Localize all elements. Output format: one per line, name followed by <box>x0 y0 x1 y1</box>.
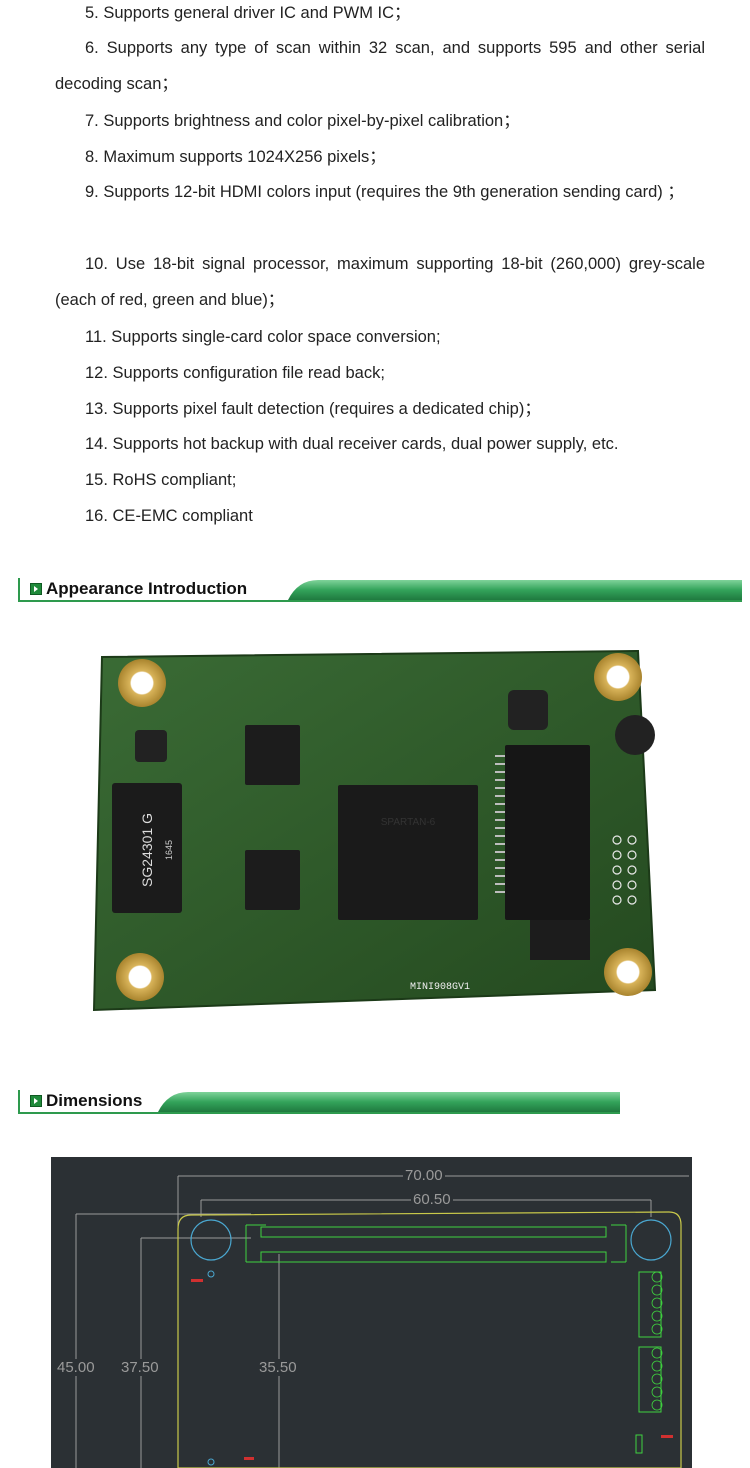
section-title: Dimensions <box>46 1091 143 1110</box>
dimension-width-overall: 70.00 <box>403 1167 445 1184</box>
feature-item: 10. Use 18-bit signal processor, maximum… <box>55 255 705 309</box>
fpga-label: SPARTAN-6 <box>381 817 436 828</box>
feature-item: 11. Supports single-card color space con… <box>85 328 441 346</box>
chip-label: SG24301 G <box>139 813 155 887</box>
dimension-height-overall: 45.00 <box>55 1359 97 1376</box>
dimension-width-inner: 60.50 <box>411 1191 453 1208</box>
feature-item: 7. Supports brightness and color pixel-b… <box>85 112 520 130</box>
feature-item: 15. RoHS compliant; <box>85 471 237 489</box>
dimension-height-inner: 37.50 <box>119 1359 161 1376</box>
section-header-appearance: Appearance Introduction <box>18 578 742 602</box>
feature-item: 6. Supports any type of scan within 32 s… <box>55 39 705 93</box>
board-model: MINI908GV1 <box>410 982 470 993</box>
section-header-dimensions: Dimensions <box>18 1090 620 1114</box>
section-banner <box>18 1090 620 1114</box>
arrow-right-icon <box>30 583 42 595</box>
feature-item: 9. Supports 12-bit HDMI colors input (re… <box>85 183 684 201</box>
feature-item: 16. CE-EMC compliant <box>85 507 253 525</box>
feature-item: 14. Supports hot backup with dual receiv… <box>85 435 619 453</box>
feature-item: 5. Supports general driver IC and PWM IC… <box>85 4 411 22</box>
chip-sub-label: 1645 <box>164 840 174 860</box>
board-photo: SG24301 G 1645 SPARTAN-6 MINI908GV1 <box>90 645 660 1020</box>
dimension-height-connector: 35.50 <box>257 1359 299 1376</box>
feature-item: 8. Maximum supports 1024X256 pixels； <box>85 148 386 166</box>
section-banner <box>18 578 742 602</box>
section-title: Appearance Introduction <box>46 579 248 598</box>
feature-item: 12. Supports configuration file read bac… <box>85 364 385 382</box>
feature-item: 13. Supports pixel fault detection (requ… <box>85 400 541 418</box>
arrow-right-icon <box>30 1095 42 1107</box>
dimensions-drawing: 70.00 60.50 45.00 37.50 35.50 <box>51 1157 692 1468</box>
